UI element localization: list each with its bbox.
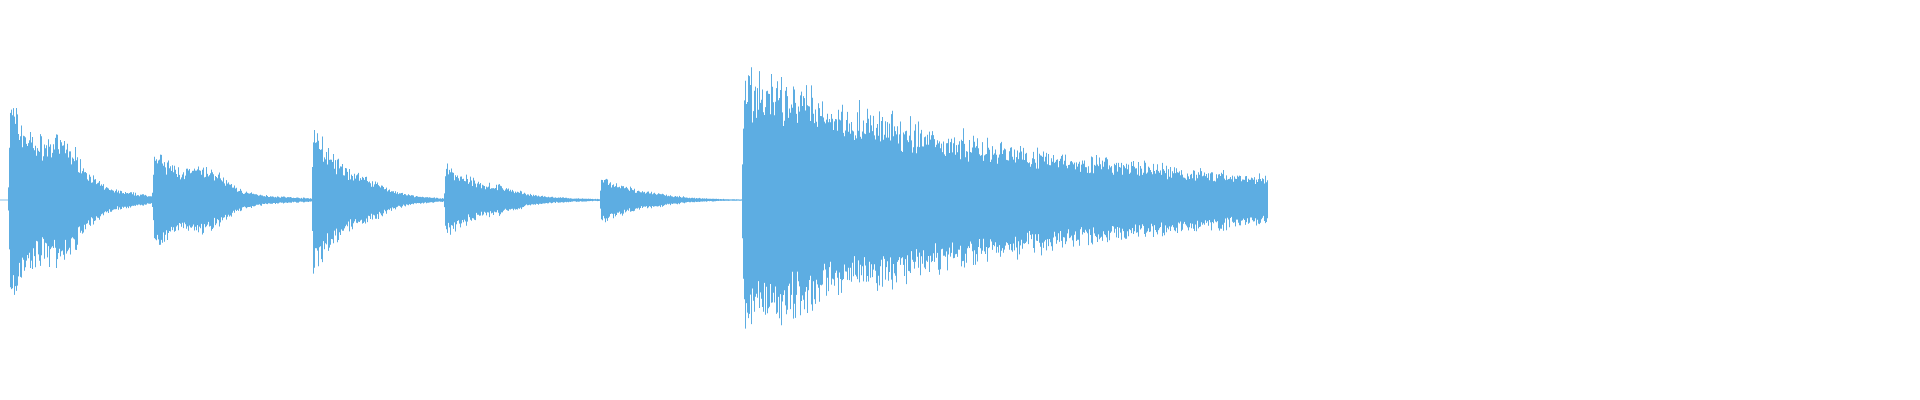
waveform-path bbox=[8, 67, 1268, 329]
waveform-samples bbox=[8, 67, 1268, 329]
